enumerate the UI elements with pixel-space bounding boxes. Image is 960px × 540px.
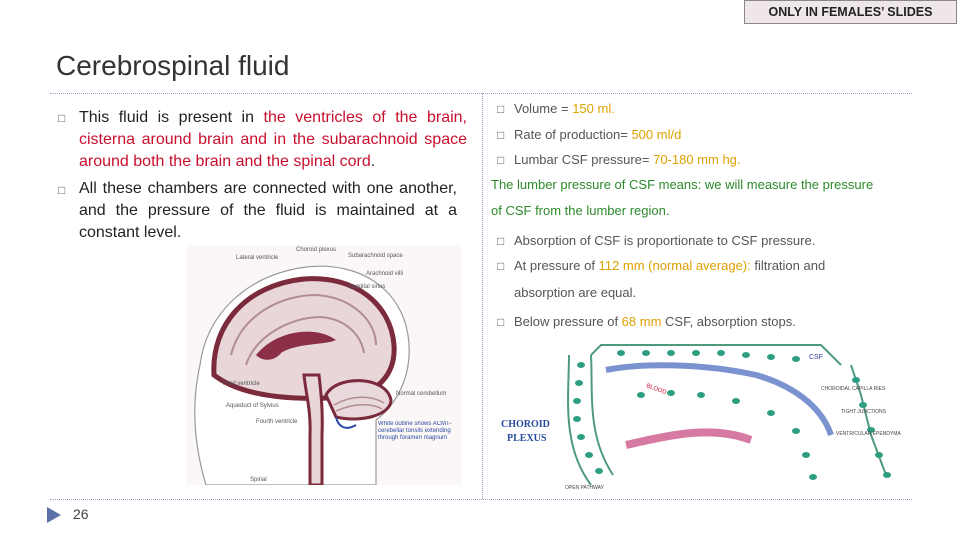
bullet-marker-icon: □	[497, 128, 505, 142]
volume-item: Volume = 150 ml.	[514, 101, 615, 116]
label-sagittal-sinus: Saggital sinus	[348, 284, 385, 290]
label-fourth-ventricle: Fourth ventricle	[256, 419, 298, 425]
bullet-marker-icon: □	[58, 183, 66, 197]
bullet-marker-icon: □	[497, 234, 505, 248]
label-spinal: Spinal	[250, 477, 267, 483]
label-normal-cerebellum: Normal cerebellum	[396, 391, 446, 397]
bullet-marker-icon: □	[58, 111, 66, 125]
bullet1-period: .	[370, 153, 376, 170]
bullet-marker-icon: □	[497, 153, 505, 167]
label-arachnoid-villi: Arachnoid villi	[366, 271, 403, 277]
label-third-ventricle: Third ventricle	[222, 381, 260, 387]
label-white-outline: White outline shows ACMT- cerebellar ton…	[378, 421, 452, 441]
rate-item: Rate of production= 500 ml/d	[514, 127, 682, 142]
bullet1-highlight: the ventricles of the brain, cisterna ar…	[79, 109, 467, 170]
label-choroidal-capillaries: CHOROIDAL CAPILLA RIES	[821, 386, 886, 392]
label-csf: CSF	[809, 354, 823, 361]
lumbar-item: Lumbar CSF pressure= 70-180 mm hg.	[514, 152, 741, 167]
column-divider	[482, 93, 483, 499]
choroid-diagram-svg: CSF BLOOD CHOROIDAL CAPILLA RIES TIGHT J…	[491, 335, 911, 492]
bullet-marker-icon: □	[497, 315, 505, 329]
absorption-item: Absorption of CSF is proportionate to CS…	[514, 233, 816, 248]
label-plexus: PLEXUS	[507, 433, 547, 444]
at-pressure-value: 112 mm (normal average):	[598, 258, 751, 273]
lumbar-value: 70-180 mm hg.	[653, 152, 741, 167]
at-pressure-line2: absorption are equal.	[514, 285, 637, 300]
bullet-marker-icon: □	[497, 102, 505, 116]
brain-diagram-svg: Lateral ventricle Choroid plexus Subarac…	[186, 245, 462, 487]
below-pressure-item: Below pressure of 68 mm CSF, absorption …	[514, 314, 796, 329]
brain-csf-diagram: Lateral ventricle Choroid plexus Subarac…	[186, 245, 462, 487]
lumbar-note-line1: The lumber pressure of CSF means: we wil…	[491, 177, 874, 192]
at-pressure-item: At pressure of 112 mm (normal average): …	[514, 258, 826, 273]
label-choroid-plexus: Choroid plexus	[296, 247, 336, 253]
label-aqueduct: Aqueduct of Sylvius	[226, 403, 279, 409]
label-choroid: CHOROID	[501, 419, 550, 430]
females-only-badge: ONLY IN FEMALES’ SLIDES	[744, 0, 957, 24]
slide-arrow-icon	[47, 507, 61, 523]
bullet1-intro: This fluid is present in	[79, 109, 264, 126]
bullet-text-chambers: All these chambers are connected with on…	[79, 180, 457, 241]
lumbar-note-line2: of CSF from the lumber region.	[491, 203, 670, 218]
label-subarachnoid-space: Subarachnoid space	[348, 253, 403, 259]
rate-value: 500 ml/d	[631, 127, 682, 142]
page-number: 26	[73, 506, 89, 522]
slide-title: Cerebrospinal fluid	[56, 50, 290, 81]
title-divider	[50, 93, 912, 94]
bullet-text-ventricles: This fluid is present in the ventricles …	[79, 107, 467, 173]
label-ventricular-ependyma: VENTRICULAR EPENDYMA	[836, 431, 901, 437]
choroid-plexus-diagram: CSF BLOOD CHOROIDAL CAPILLA RIES TIGHT J…	[491, 335, 911, 492]
below-value: 68 mm	[621, 314, 662, 329]
label-tight-junctions: TIGHT JUNCTIONS	[841, 409, 887, 415]
volume-value: 150 ml.	[572, 101, 615, 116]
label-open-pathway: OPEN PATHWAY	[565, 485, 605, 491]
label-lateral-ventricle: Lateral ventricle	[236, 255, 279, 261]
footer-divider	[50, 499, 912, 500]
bullet-marker-icon: □	[497, 259, 505, 273]
